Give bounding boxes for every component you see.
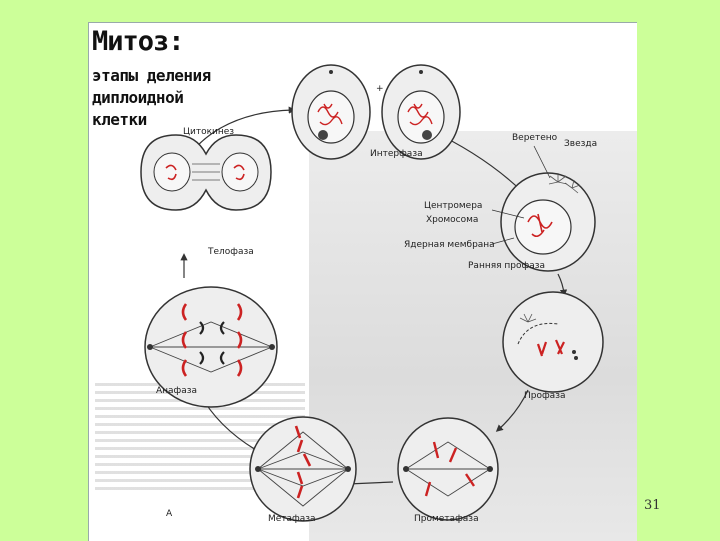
label-cytokinesis: Цитокинез	[183, 127, 234, 137]
interphase-cell-1	[292, 65, 370, 159]
label-metaphase: Метафаза	[268, 514, 316, 524]
label-nuclear-membrane: Ядерная мембрана	[404, 240, 495, 250]
label-early-prophase: Ранняя профаза	[468, 261, 545, 271]
subtitle-line-3: клетки	[92, 110, 147, 130]
label-star: Звезда	[564, 139, 597, 149]
label-prometaphase: Прометафаза	[414, 514, 479, 524]
telophase-cell	[141, 135, 271, 210]
label-anaphase: Анафаза	[156, 386, 197, 396]
subtitle-line-2: диплоидной	[92, 88, 183, 108]
page-number: 31	[644, 498, 661, 513]
metaphase-cell	[250, 417, 356, 521]
label-interphase: Интерфаза	[370, 149, 423, 159]
panel-letter: А	[166, 509, 173, 519]
label-telophase: Телофаза	[207, 247, 254, 257]
label-prophase: Профаза	[524, 391, 566, 401]
label-chromosome: Хромосома	[426, 215, 478, 225]
interphase-cell-2	[382, 65, 460, 159]
prometaphase-cell	[398, 418, 498, 520]
prophase-cell	[503, 292, 603, 392]
label-centromere: Центромера	[424, 201, 482, 211]
label-spindle: Веретено	[512, 133, 558, 143]
early-prophase-cell	[501, 173, 595, 271]
plus-sign: +	[376, 84, 384, 94]
subtitle-line-1: этапы деления	[92, 66, 211, 86]
slide-title: Митоз:	[92, 26, 184, 57]
